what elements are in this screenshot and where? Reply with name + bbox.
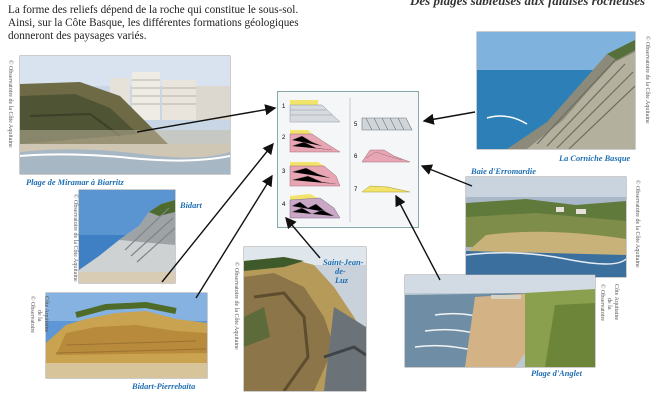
diagram-number-4: 4	[282, 202, 286, 208]
diagram-profile-2	[289, 130, 341, 153]
diagram-profile-6	[361, 149, 411, 163]
arrow-pierrebaita-to-3	[195, 174, 273, 299]
arrow-miramar-to-1	[136, 104, 277, 133]
diagram-profile-7	[361, 185, 411, 193]
caption-corniche: La Corniche Basque	[559, 154, 631, 163]
caption-saint-jean-line-1: Saint-Jean-	[323, 258, 364, 267]
diagram-profile-3	[289, 162, 341, 187]
photo-plage-anglet	[405, 275, 595, 367]
diagram-profile-5	[361, 117, 413, 131]
diagram-number-3: 3	[282, 169, 286, 175]
intro-line-2: Ainsi, sur la Côte Basque, les différent…	[8, 17, 299, 29]
cut-off-heading: Des plages sableuses aux falaises rocheu…	[410, 0, 646, 8]
arrow-anglet-to-7	[395, 194, 441, 281]
arrow-erromardie-to-6	[420, 164, 473, 187]
intro-line-1: La forme des reliefs dépend de la roche …	[8, 4, 299, 16]
photo-bidart-pierrebaita	[46, 293, 207, 378]
arrow-corniche-to-5	[422, 111, 476, 125]
caption-bidart: Bidart	[180, 201, 202, 210]
diagram-profile-4	[289, 194, 341, 219]
geology-diagram-panel: 1 2 3 4 5 6 7	[277, 91, 419, 228]
diagram-number-2: 2	[282, 135, 286, 141]
arrow-bidart-to-2	[161, 142, 274, 283]
arrow-saint-jean-to-4	[285, 216, 321, 259]
photo-miramar-biarritz	[20, 56, 230, 174]
photo-saint-jean-de-luz	[244, 247, 366, 391]
diagram-number-5: 5	[354, 122, 358, 128]
caption-miramar: Plage de Miramar à Biarritz	[26, 178, 124, 187]
photo-erromardie	[466, 177, 626, 277]
caption-saint-jean-line-3: Luz	[335, 276, 349, 285]
photo-corniche-basque	[477, 32, 635, 149]
intro-line-3: donneront des paysages variés.	[8, 30, 147, 42]
caption-erromardie: Baie d'Erromardie	[471, 167, 536, 176]
photo-bidart	[79, 190, 175, 283]
caption-anglet: Plage d'Anglet	[531, 369, 582, 378]
diagram-number-7: 7	[354, 187, 358, 193]
caption-bidart-pierrebaita: Bidart-Pierrebaïta	[132, 382, 196, 391]
caption-saint-jean-line-2: de-	[335, 267, 346, 276]
diagram-number-1: 1	[282, 104, 286, 110]
diagram-number-6: 6	[354, 154, 358, 160]
diagram-profile-1	[289, 100, 341, 123]
intro-paragraph: La forme des reliefs dépend de la roche …	[8, 4, 338, 43]
